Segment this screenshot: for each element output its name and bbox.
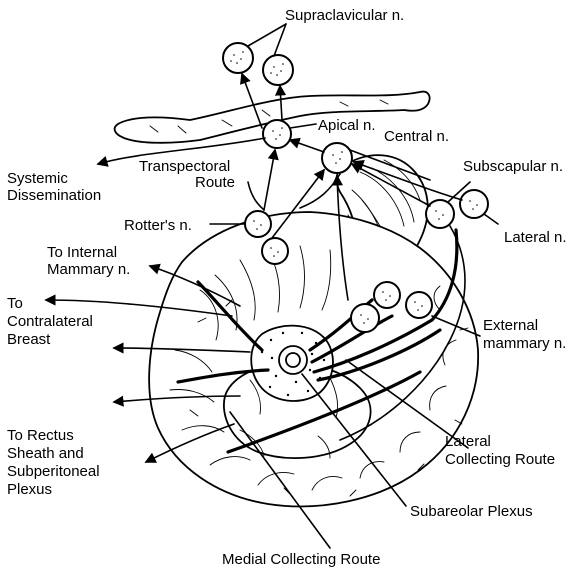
nipple: [279, 346, 307, 374]
label-systemic-2: Dissemination: [7, 187, 101, 204]
label-contralateral-3: Breast: [7, 331, 50, 348]
label-transpectoral-2: Route: [195, 174, 235, 191]
label-central: Central n.: [384, 128, 449, 145]
apical-node: [263, 120, 291, 148]
label-subareolar: Subareolar Plexus: [410, 503, 533, 520]
label-external-mammary-1: External: [483, 317, 538, 334]
label-contralateral-2: Contralateral: [7, 313, 93, 330]
label-lateral-collecting-1: Lateral: [445, 433, 491, 450]
label-internal-mammary-1: To Internal: [47, 244, 117, 261]
label-apical: Apical n.: [318, 117, 376, 134]
external-mammary-node-3: [406, 292, 432, 318]
label-supraclavicular: Supraclavicular n.: [285, 7, 404, 24]
label-transpectoral-1: Transpectoral: [139, 158, 230, 175]
label-internal-mammary-2: Mammary n.: [47, 261, 130, 278]
label-external-mammary-2: mammary n.: [483, 335, 566, 352]
label-lateral-collecting-2: Collecting Route: [445, 451, 555, 468]
label-rectus-2: Sheath and: [7, 445, 84, 462]
central-node: [322, 143, 352, 173]
rotters-node-2: [262, 238, 288, 264]
label-systemic-1: Systemic: [7, 170, 68, 187]
label-lateral-node: Lateral n.: [504, 229, 567, 246]
label-rectus-1: To Rectus: [7, 427, 74, 444]
label-contralateral-1: To: [7, 295, 23, 312]
external-mammary-node-1: [351, 304, 379, 332]
supraclavicular-node-2: [263, 55, 293, 85]
label-subscapular: Subscapular n.: [463, 158, 563, 175]
label-rectus-3: Subperitoneal: [7, 463, 100, 480]
supraclavicular-node-1: [223, 43, 253, 73]
external-mammary-node-2: [374, 282, 400, 308]
rotters-node-1: [245, 211, 271, 237]
label-rectus-4: Plexus: [7, 481, 52, 498]
subscapular-node: [426, 200, 454, 228]
label-rotters: Rotter's n.: [124, 217, 192, 234]
label-medial-collecting: Medial Collecting Route: [222, 551, 380, 568]
